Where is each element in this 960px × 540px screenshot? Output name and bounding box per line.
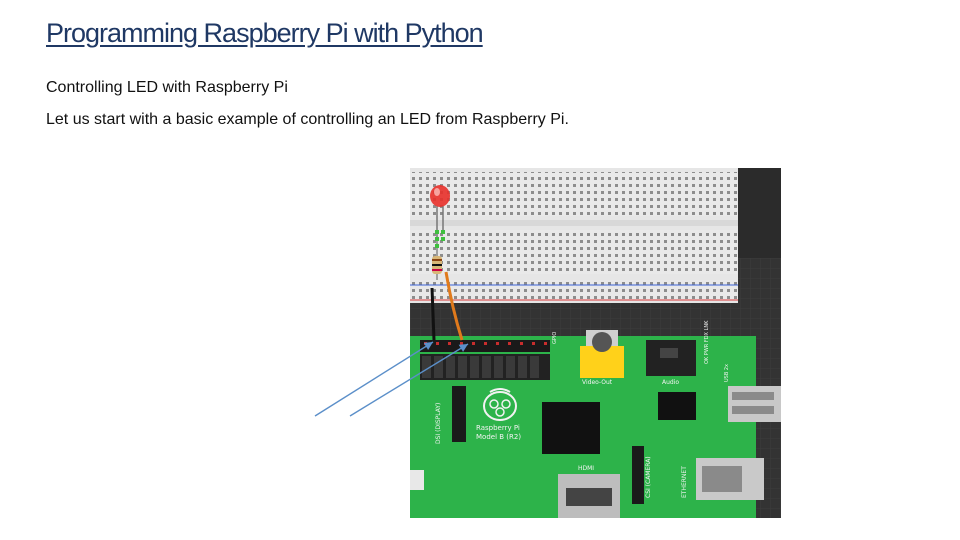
svg-text:ETHERNET: ETHERNET <box>681 466 688 498</box>
ground-wire <box>430 287 436 341</box>
svg-text:HDMI: HDMI <box>578 465 594 472</box>
svg-text:GPIO: GPIO <box>552 332 558 344</box>
raspberry-pi-board: Video-Out Audio OK PWR FDX LNK DSI (DISP… <box>410 320 781 518</box>
page-title: Programming Raspberry Pi with Python <box>46 18 484 48</box>
signal-wire <box>444 271 464 341</box>
svg-text:DSI (DISPLAY): DSI (DISPLAY) <box>435 403 442 444</box>
svg-text:Video-Out: Video-Out <box>582 379 613 386</box>
svg-text:OK PWR FDX LNK: OK PWR FDX LNK <box>704 320 710 364</box>
subtitle-line: Controlling LED with Raspberry Pi <box>46 79 288 96</box>
raspberry-pi-led-circuit-image: Video-Out Audio OK PWR FDX LNK DSI (DISP… <box>410 168 781 518</box>
breadboard <box>410 168 781 303</box>
svg-text:Audio: Audio <box>662 379 679 386</box>
description-line: Let us start with a basic example of con… <box>46 111 569 128</box>
svg-text:USB 2x: USB 2x <box>724 364 730 382</box>
svg-text:CSI (CAMERA): CSI (CAMERA) <box>645 456 652 498</box>
raspberry-logo <box>483 388 517 421</box>
led-component <box>430 185 450 238</box>
svg-text:Raspberry Pi: Raspberry Pi <box>476 424 520 432</box>
svg-text:Model B (R2): Model B (R2) <box>476 433 521 441</box>
